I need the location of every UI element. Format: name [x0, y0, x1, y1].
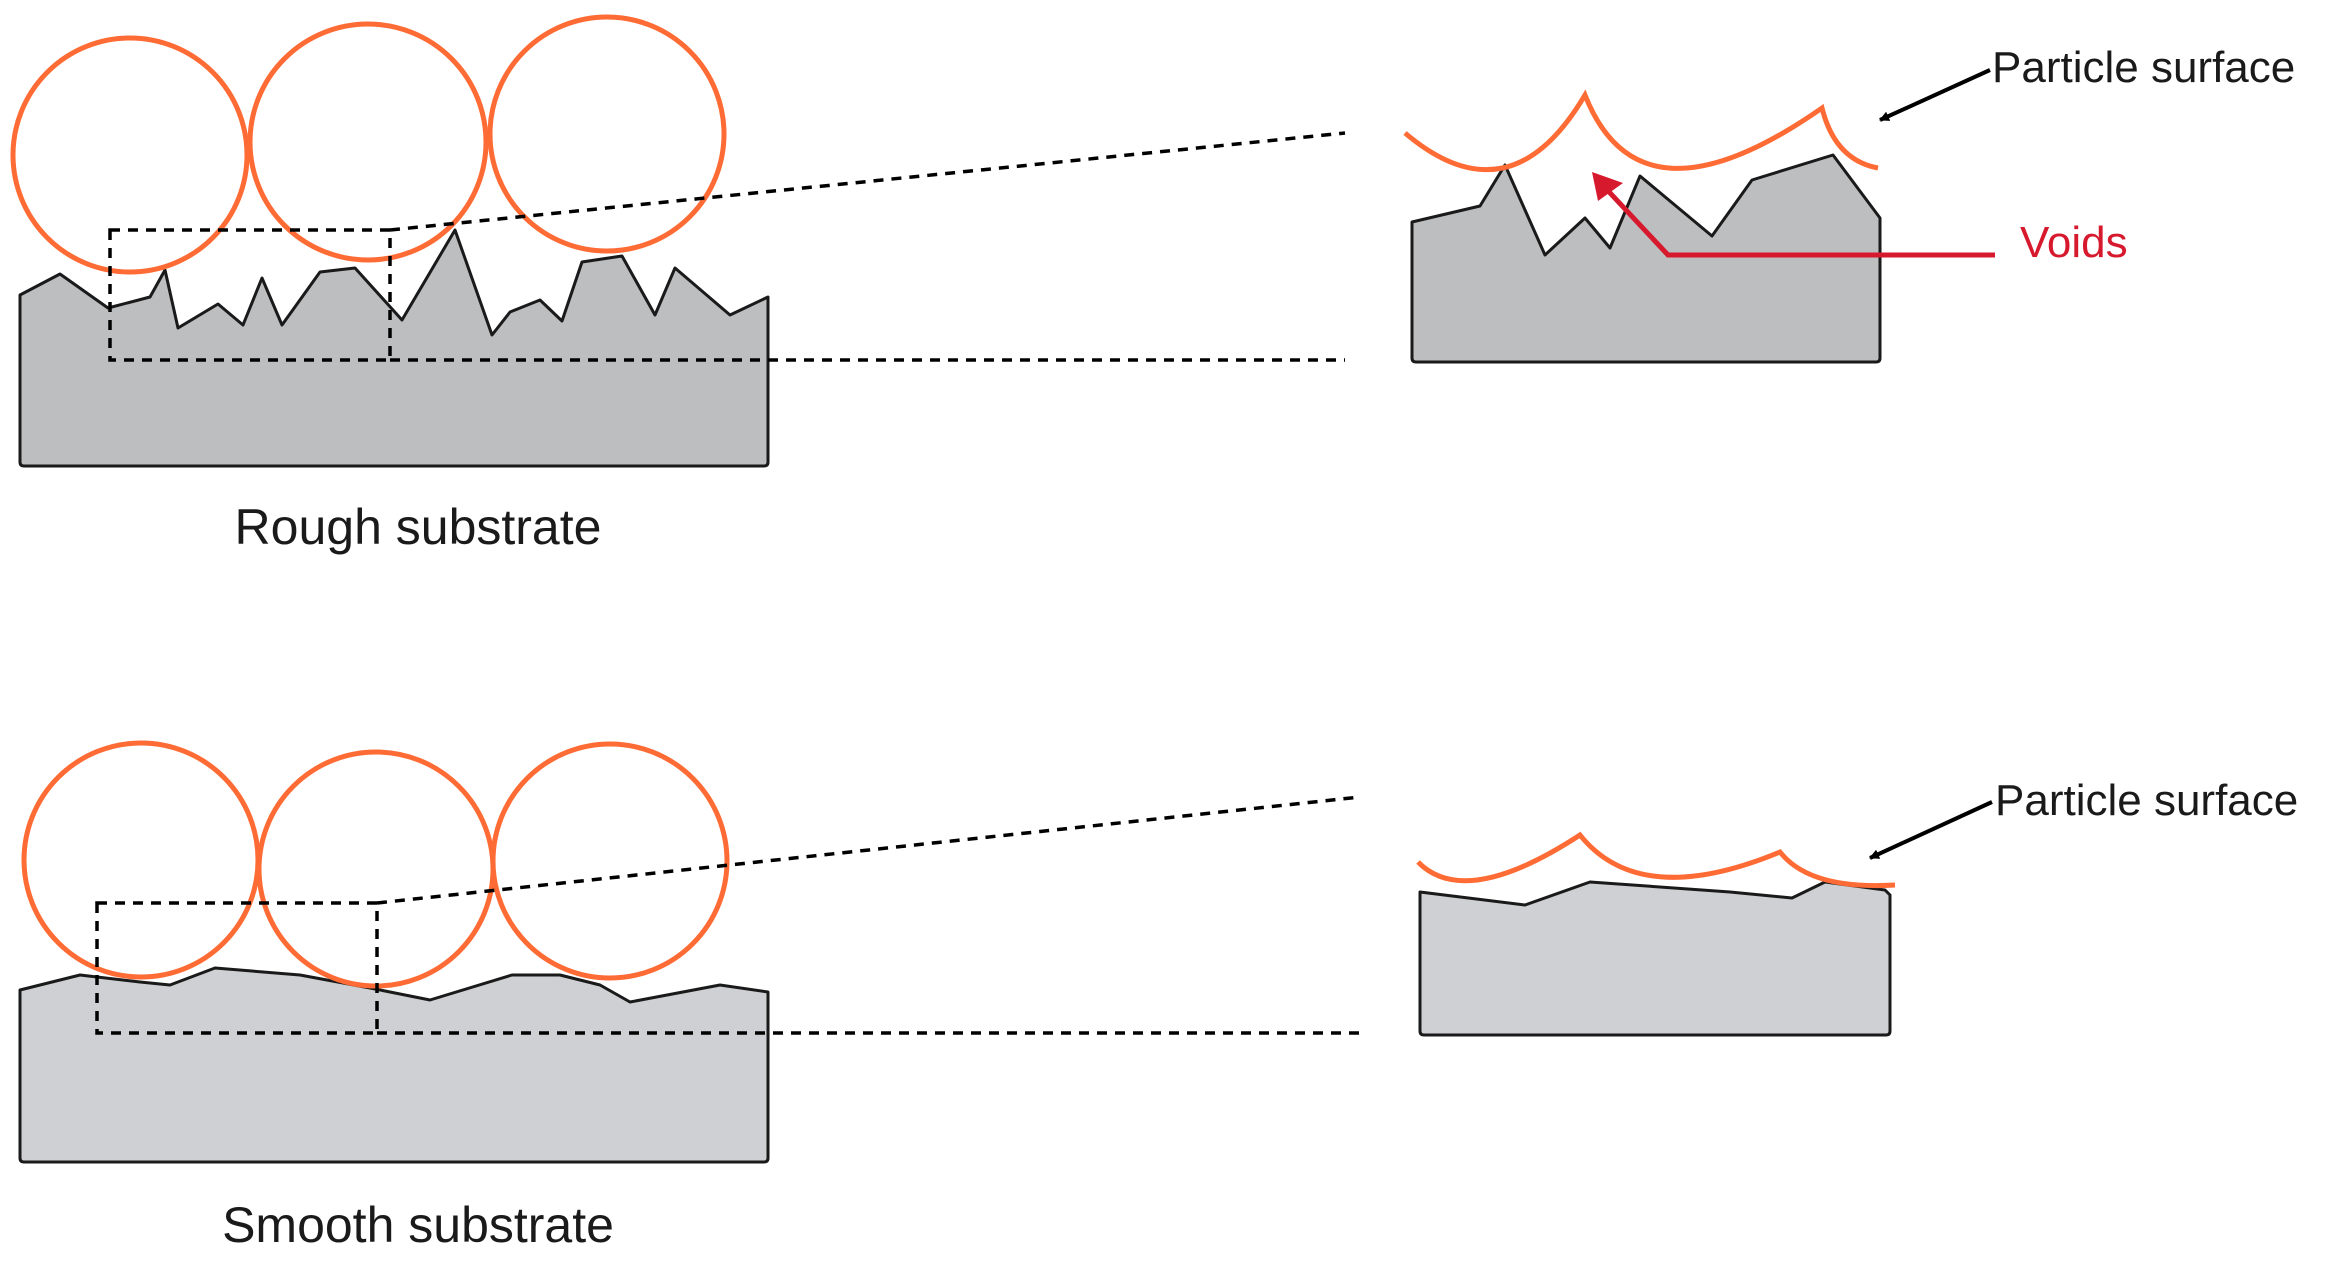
smooth-zoom-group: Particle surface [1416, 776, 2298, 1037]
rough-substrate-block [18, 228, 770, 468]
rough-particle-1 [10, 35, 250, 275]
smooth-zoom-substrate [1418, 880, 1892, 1037]
rough-zoom-group: Particle surface Voids [1403, 43, 2295, 364]
smooth-zoom-line-top [376, 795, 1361, 905]
smooth-substrate-block [18, 966, 770, 1164]
rough-particle-2 [247, 21, 489, 263]
smooth-particle-1 [21, 740, 261, 980]
rough-substrate-group [10, 14, 1346, 468]
rough-particle-surface-arrow [1879, 68, 1991, 122]
smooth-particle-3 [490, 741, 730, 981]
rough-particle-surface-label: Particle surface [1992, 43, 2295, 92]
smooth-particle-surface-arc [1416, 831, 1896, 889]
smooth-particle-surface-label: Particle surface [1995, 776, 2298, 825]
rough-zoom-box [108, 228, 392, 362]
smooth-substrate-group [18, 740, 1361, 1164]
smooth-substrate-caption: Smooth substrate [222, 1197, 614, 1253]
voids-arrow-head [1592, 172, 1623, 201]
smooth-zoom-box [95, 901, 379, 1035]
rough-particle-3 [487, 14, 727, 254]
rough-particle-surface-arc [1403, 89, 1879, 173]
voids-label: Voids [2020, 218, 2128, 267]
smooth-particle-surface-arrow [1869, 800, 1993, 860]
rough-zoom-line-top [389, 131, 1346, 232]
rough-substrate-caption: Rough substrate [235, 499, 602, 555]
rough-zoom-substrate [1410, 153, 1882, 364]
voids-arrow-line [1596, 178, 1995, 258]
